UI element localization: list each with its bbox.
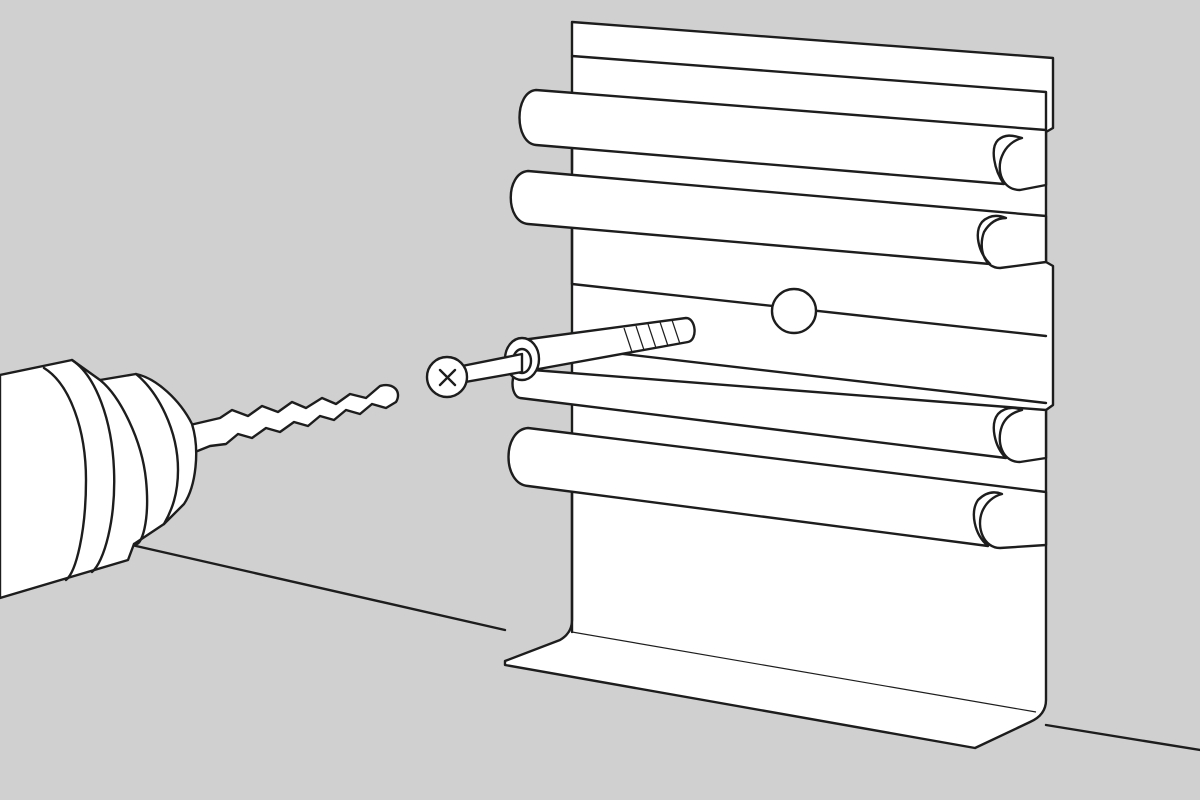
drill xyxy=(0,358,198,600)
cable-channel-4 xyxy=(507,426,1048,550)
cable-channel-2 xyxy=(509,169,1048,270)
screw xyxy=(425,352,524,399)
cable-channel-3 xyxy=(511,367,1048,464)
mounting-hole xyxy=(770,287,818,335)
drill-bit xyxy=(188,383,400,454)
cable-channel-1 xyxy=(518,88,1048,192)
